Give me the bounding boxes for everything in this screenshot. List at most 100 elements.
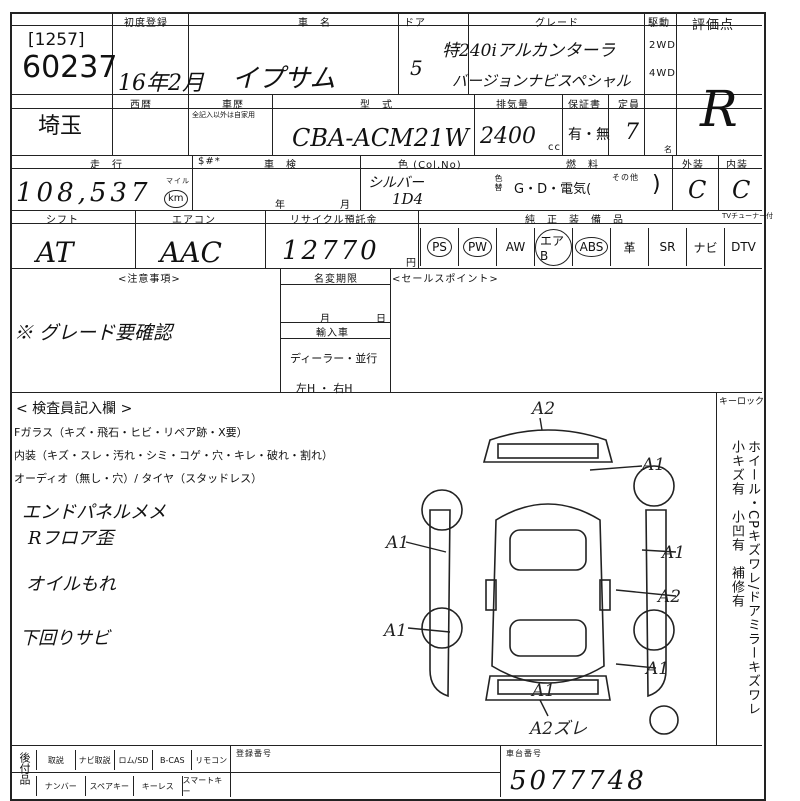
aircon-value: AAC: [160, 236, 222, 269]
model-label: 型 式: [360, 100, 393, 111]
mileage-unit-circle: km: [164, 186, 188, 208]
chassis-value: 5077748: [510, 766, 647, 796]
model-value: CBA-ACM21W: [292, 124, 469, 152]
score-value: R: [700, 80, 738, 138]
score-label: 評価点: [692, 18, 735, 33]
chassis-label: 車台番号: [506, 749, 542, 758]
displacement-value: 2400: [480, 124, 536, 149]
shift-label: シフト: [46, 215, 79, 226]
damage-mark: A1: [640, 455, 665, 475]
west-label: 西暦: [130, 100, 152, 111]
inspector-comment-3: オイルもれ: [26, 574, 116, 595]
interior-line: 内装（キズ・スレ・汚れ・シミ・コゲ・穴・キレ・破れ・割れ）: [14, 449, 333, 462]
name-change-label: 名変期限: [314, 274, 358, 285]
mileage-value: 108,537: [16, 178, 152, 208]
equipment-item: PW: [458, 228, 496, 266]
tv-tuner-label: TVチューナー付: [722, 212, 774, 220]
equipment-item: ナビ: [686, 228, 724, 266]
wheel-mirror-notes: ホイール・CPキズワレ/ドアミラーキズワレ 小キズ有 小凹有 補修有: [729, 440, 760, 731]
aircon-label: エアコン: [172, 215, 216, 226]
name-change-month: 月: [320, 314, 331, 325]
model-year-label: 車歴: [222, 100, 244, 111]
after-market-item: ナビ取説: [74, 750, 114, 770]
after-market-item: ナンバー: [36, 776, 85, 796]
keylock-label: キーロック: [719, 397, 765, 407]
after-market-item: スペアキー: [84, 776, 134, 796]
equipment-item-label: SR: [659, 240, 676, 254]
capacity-value: 7: [625, 120, 639, 145]
color-label: 色 (Col.No): [398, 160, 462, 171]
drive-2wd: 2WD: [649, 40, 676, 51]
car-name-label: 車 名: [298, 18, 331, 29]
mileage-unit: km: [164, 190, 188, 208]
capacity-label: 定員: [618, 100, 640, 111]
damage-mark: A2: [530, 400, 555, 419]
damage-mark: A1: [530, 681, 555, 701]
exterior-value: C: [688, 176, 707, 204]
door-label: ドア: [404, 18, 426, 29]
interior-label: 内装: [726, 160, 748, 171]
after-market-item: キーレス: [133, 776, 182, 796]
region: 埼玉: [38, 114, 83, 139]
drive-label: 駆動: [648, 18, 670, 29]
glass-line: Fガラス（キズ・飛石・ヒビ・リペア跡・X要）: [14, 426, 248, 439]
equipment-item-label: ABS: [574, 237, 609, 257]
damage-mark: A1: [660, 543, 685, 563]
inspector-comment-2: Rフロア歪: [28, 528, 114, 549]
shift-value: AT: [36, 236, 74, 269]
fuel-label: 燃 料: [566, 160, 599, 171]
after-market-item: 取説: [36, 750, 75, 770]
dollar-label: $#*: [198, 156, 221, 167]
damage-mark: A1: [644, 659, 669, 679]
displacement-label: 排気量: [496, 100, 529, 111]
steering-option: 左H ・ 右H: [296, 382, 353, 395]
equipment-item-label: ナビ: [693, 240, 718, 255]
inspector-title: < 検査員記入欄 >: [16, 401, 133, 417]
fuel-other: その他: [612, 173, 639, 182]
audio-line: オーディオ（無し・穴）/ タイヤ（スタッドレス）: [14, 472, 263, 485]
warranty-value: 有・無: [568, 127, 610, 143]
equipment-item: 革: [610, 228, 648, 266]
name-change-day: 日: [376, 314, 387, 325]
equipment-item: SR: [648, 228, 686, 266]
capacity-unit: 名: [664, 145, 673, 154]
caution-label: <注意事項>: [118, 274, 181, 285]
equipment-item-label: PW: [462, 237, 493, 257]
import-label: 輸入車: [316, 328, 349, 339]
after-market-label: 後付品: [18, 752, 31, 785]
damage-mark: A1: [382, 621, 407, 641]
sales-point-label: <セールスポイント>: [392, 274, 499, 285]
first-reg-label: 初度登録: [124, 18, 168, 29]
lot-number: 60237: [22, 50, 118, 85]
model-year-note: 全記入以外は自家用: [192, 111, 255, 119]
equipment-item-label: エアB: [535, 228, 572, 266]
mileage-label: 走 行: [90, 160, 123, 171]
inspection-label: 車 検: [264, 160, 297, 171]
inspection-year: 年: [275, 200, 286, 211]
recycle-label: リサイクル預託金: [290, 215, 378, 226]
after-market-item: ロム/SD: [113, 750, 153, 770]
damage-mark: A2: [656, 587, 681, 607]
inspection-month: 月: [340, 200, 351, 211]
fuel-close-paren: ): [652, 172, 661, 197]
equipment-item-label: 革: [623, 240, 636, 255]
grade-line-2: バージョンナビスペシャル: [452, 72, 631, 90]
after-market-item: B-CAS: [152, 750, 191, 770]
grade-label: グレード: [535, 18, 579, 29]
inspector-comment-1: エンドパネルメメ: [22, 502, 166, 523]
fuel-options: G・D・電気(: [514, 182, 592, 197]
mileage-mile-note: マイル: [166, 177, 190, 185]
damage-mark: A2ズレ: [528, 719, 587, 739]
equipment-item: ABS: [572, 228, 610, 266]
first-reg-value: 16年2月: [118, 71, 204, 96]
car-name-value: イプサム: [232, 64, 336, 94]
equipment-item: エアB: [534, 228, 572, 266]
dealer-option: ディーラー・並行: [290, 352, 378, 365]
equipment-item: DTV: [724, 228, 762, 266]
door-value: 5: [410, 56, 423, 80]
equipment-item-label: PS: [427, 237, 452, 257]
color-change-label: 色替: [494, 174, 503, 192]
